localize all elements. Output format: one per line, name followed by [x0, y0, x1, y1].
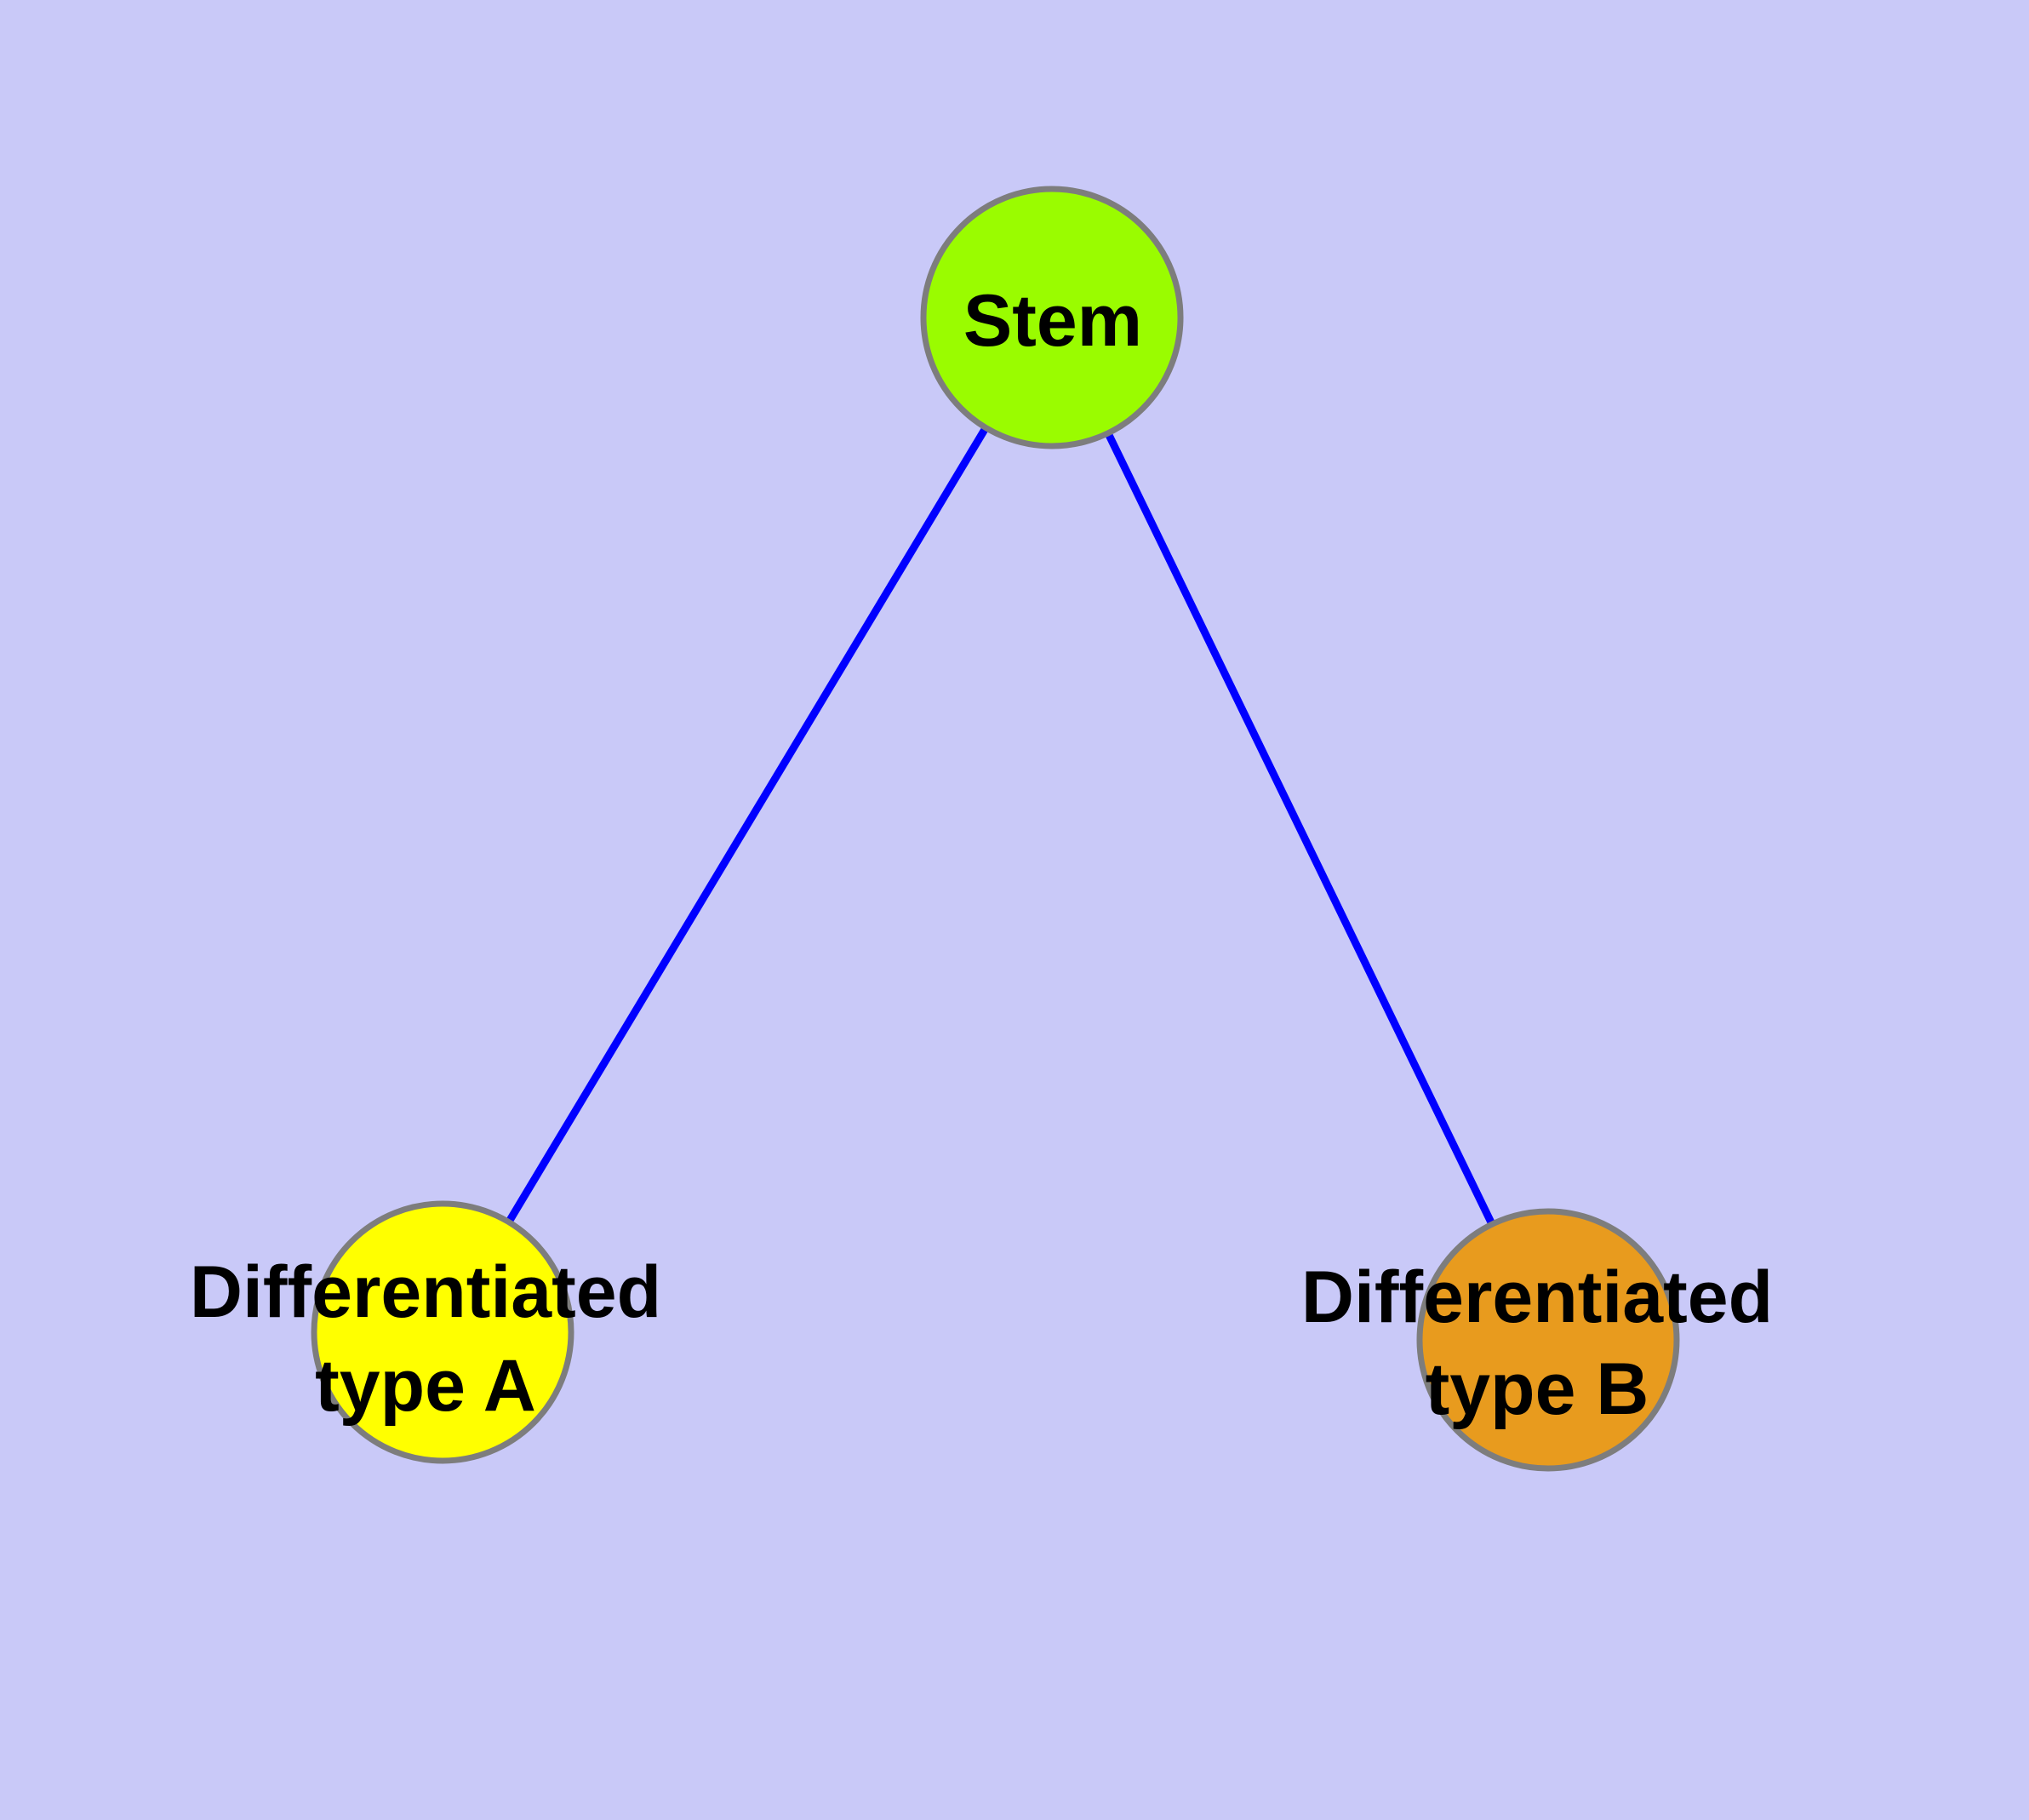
node-type-a-label-line1: Differentiated	[190, 1251, 661, 1333]
node-type-b-label-line1: Differentiated	[1301, 1256, 1773, 1338]
edge-stem-to-type-a	[439, 315, 1055, 1335]
node-stem-circle	[920, 186, 1184, 449]
node-type-a-circle	[311, 1200, 574, 1464]
node-type-b-label-line2: type B	[1426, 1348, 1649, 1430]
edge-stem-to-type-b	[1048, 316, 1552, 1342]
node-stem-label: Stem	[963, 280, 1142, 362]
node-type-a-label-line2: type A	[315, 1345, 536, 1427]
node-type-b-circle	[1416, 1208, 1680, 1472]
